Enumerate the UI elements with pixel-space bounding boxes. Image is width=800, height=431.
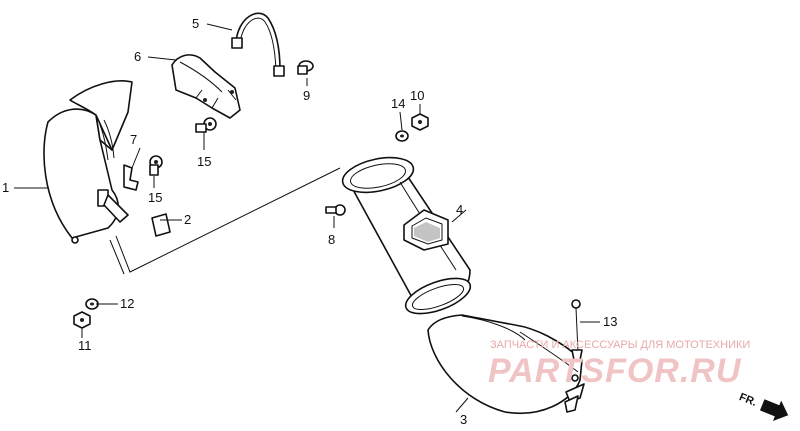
part-8-screw	[325, 204, 346, 216]
connection-line	[115, 167, 341, 273]
part-14-washer	[395, 130, 409, 142]
callout-14: 14	[391, 96, 405, 111]
callout-15-lower: 15	[148, 190, 162, 205]
callout-labels: 1 2 3 4 5 6 7 8 9 10 11 12 13 14 15 15	[2, 16, 617, 427]
callout-15-upper: 15	[197, 154, 211, 169]
part-9-screw	[297, 60, 314, 75]
watermark-logo: PARTSFOR.RU	[488, 352, 742, 390]
callout-11: 11	[78, 338, 92, 353]
part-5-band-strap	[231, 12, 285, 77]
connection-line-2	[109, 239, 125, 275]
callout-4: 4	[456, 202, 463, 217]
leader-lines	[14, 23, 600, 413]
part-15-bolt-lower	[149, 155, 163, 176]
callout-1: 1	[2, 180, 9, 195]
callout-5: 5	[192, 16, 199, 31]
callout-8: 8	[328, 232, 335, 247]
callout-2: 2	[184, 212, 191, 227]
part-1-duct-cover	[43, 80, 133, 244]
callout-9: 9	[303, 88, 310, 103]
fr-label: FR.	[737, 391, 758, 409]
part-10-nut	[411, 113, 429, 131]
part-2-rubber-strip	[151, 213, 171, 237]
callout-12: 12	[120, 296, 134, 311]
callout-13: 13	[603, 314, 617, 329]
part-13-clip	[571, 299, 583, 361]
watermark-tagline: ЗАПЧАСТИ И АКСЕССУАРЫ ДЛЯ МОТОТЕХНИКИ	[490, 339, 750, 351]
callout-6: 6	[134, 49, 141, 64]
watermark: ЗАПЧАСТИ И АКСЕССУАРЫ ДЛЯ МОТОТЕХНИКИ PA…	[488, 339, 750, 390]
part-11-nut	[73, 311, 91, 329]
part-6-upper-bracket	[171, 54, 241, 119]
part-7-bracket	[123, 164, 139, 191]
arrow-right-icon	[759, 399, 789, 422]
part-15-bolt-upper	[195, 117, 217, 133]
part-4-intake-tube	[341, 156, 472, 315]
callout-3: 3	[460, 412, 467, 427]
callout-7: 7	[130, 132, 137, 147]
front-direction-indicator: FR.	[737, 391, 789, 422]
callout-10: 10	[410, 88, 424, 103]
